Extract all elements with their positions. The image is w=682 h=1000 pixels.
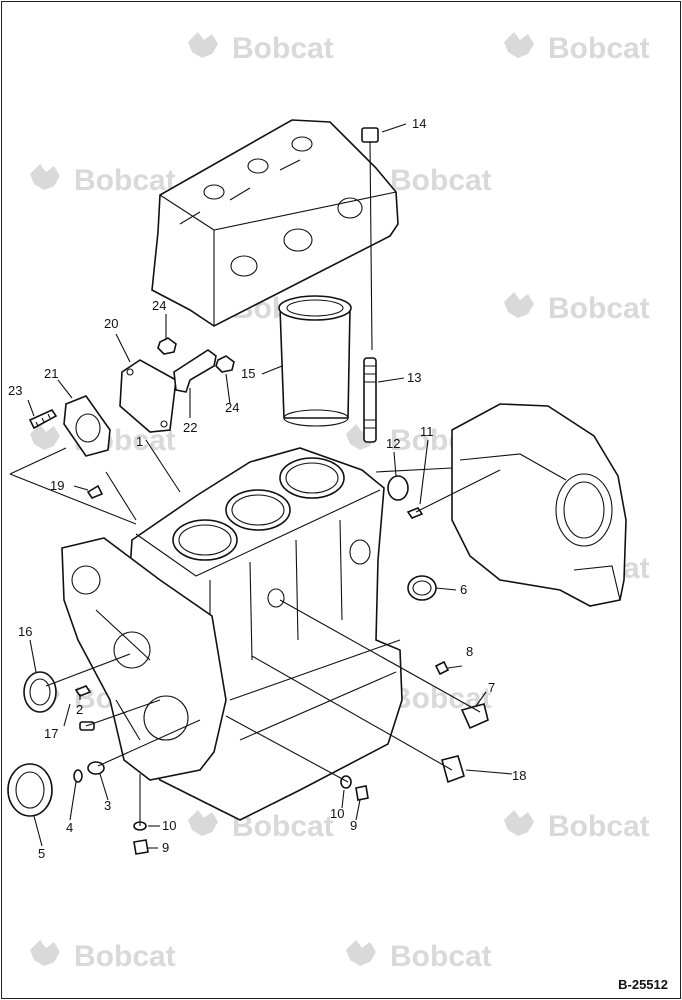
callout-5: 5 (38, 846, 45, 861)
bobcat-logo-icon (346, 940, 376, 966)
callout-24b: 24 (225, 400, 239, 415)
callout-7: 7 (488, 680, 495, 695)
washer-4 (73, 769, 83, 783)
seal (387, 475, 409, 501)
watermark-text: Bobcat (390, 164, 492, 197)
bracket (173, 349, 217, 393)
bolt-8 (434, 660, 450, 676)
gasket (63, 395, 111, 457)
watermark-text: Bobcat (74, 940, 176, 973)
drain-plug (441, 755, 465, 784)
watermark: Bobcat (30, 940, 176, 973)
callout-19: 19 (50, 478, 64, 493)
stud (363, 357, 377, 443)
callout-4: 4 (66, 820, 73, 835)
callout-20: 20 (104, 316, 118, 331)
callout-15: 15 (241, 366, 255, 381)
callout-21: 21 (44, 366, 58, 381)
bobcat-logo-icon (188, 32, 218, 58)
watermark-text: Bobcat (548, 32, 650, 65)
watermark-text: Bobcat (548, 810, 650, 843)
bobcat-logo-icon (504, 810, 534, 836)
bolt-9a (133, 839, 149, 855)
nut (157, 337, 177, 355)
watermark-text: Bobcat (390, 940, 492, 973)
oil-seal-front (23, 671, 57, 713)
callout-10b: 10 (330, 806, 344, 821)
callout-6: 6 (460, 582, 467, 597)
cylinder-liner (278, 295, 352, 427)
bobcat-logo-icon (188, 810, 218, 836)
callout-10a: 10 (162, 818, 176, 833)
watermark-text: Bobcat (74, 164, 176, 197)
bolt (28, 408, 58, 430)
callout-1: 1 (136, 434, 143, 449)
bobcat-logo-icon (30, 164, 60, 190)
watermark: Bobcat (346, 940, 492, 973)
rear-seal (7, 763, 53, 817)
cover-plate (119, 359, 177, 433)
nut (215, 355, 235, 373)
watermark: Bobcat (504, 32, 650, 65)
callout-11: 11 (420, 424, 434, 439)
callout-14: 14 (412, 116, 426, 131)
callout-labels: 14 24 20 15 13 21 23 22 24 1 12 11 19 6 … (8, 116, 526, 861)
washer-10b (340, 775, 352, 789)
plug-small (74, 685, 92, 697)
watermark-text: Bobcat (232, 32, 334, 65)
watermark: Bobcat (188, 32, 334, 65)
flywheel-housing (451, 403, 627, 607)
callout-23: 23 (8, 383, 22, 398)
callout-2: 2 (76, 702, 83, 717)
bolt-9b (355, 785, 369, 801)
callout-13: 13 (407, 370, 421, 385)
bobcat-logo-icon (30, 940, 60, 966)
watermark-text: Bobcat (548, 292, 650, 325)
bobcat-logo-icon (504, 292, 534, 318)
watermark: Bobcat (30, 164, 176, 197)
watermark: Bobcat (188, 810, 334, 843)
cylinder-head (151, 119, 399, 327)
callout-22: 22 (183, 420, 197, 435)
front-plate (61, 537, 227, 781)
callout-9b: 9 (350, 818, 357, 833)
figure-code: B-25512 (618, 977, 668, 992)
watermark: Bobcat (346, 164, 492, 197)
callout-18: 18 (512, 768, 526, 783)
callout-12: 12 (386, 436, 400, 451)
head-bolt (361, 127, 379, 351)
leader-lines (9, 123, 513, 849)
watermark: Bobcat (504, 810, 650, 843)
callout-9a: 9 (162, 840, 169, 855)
callout-8: 8 (466, 644, 473, 659)
plug (86, 484, 104, 499)
callout-16: 16 (18, 624, 32, 639)
callout-3: 3 (104, 798, 111, 813)
callout-24: 24 (152, 298, 166, 313)
watermark: Bobcat (504, 292, 650, 325)
oil-seal (407, 575, 437, 601)
bobcat-logo-icon (504, 32, 534, 58)
callout-17: 17 (44, 726, 58, 741)
